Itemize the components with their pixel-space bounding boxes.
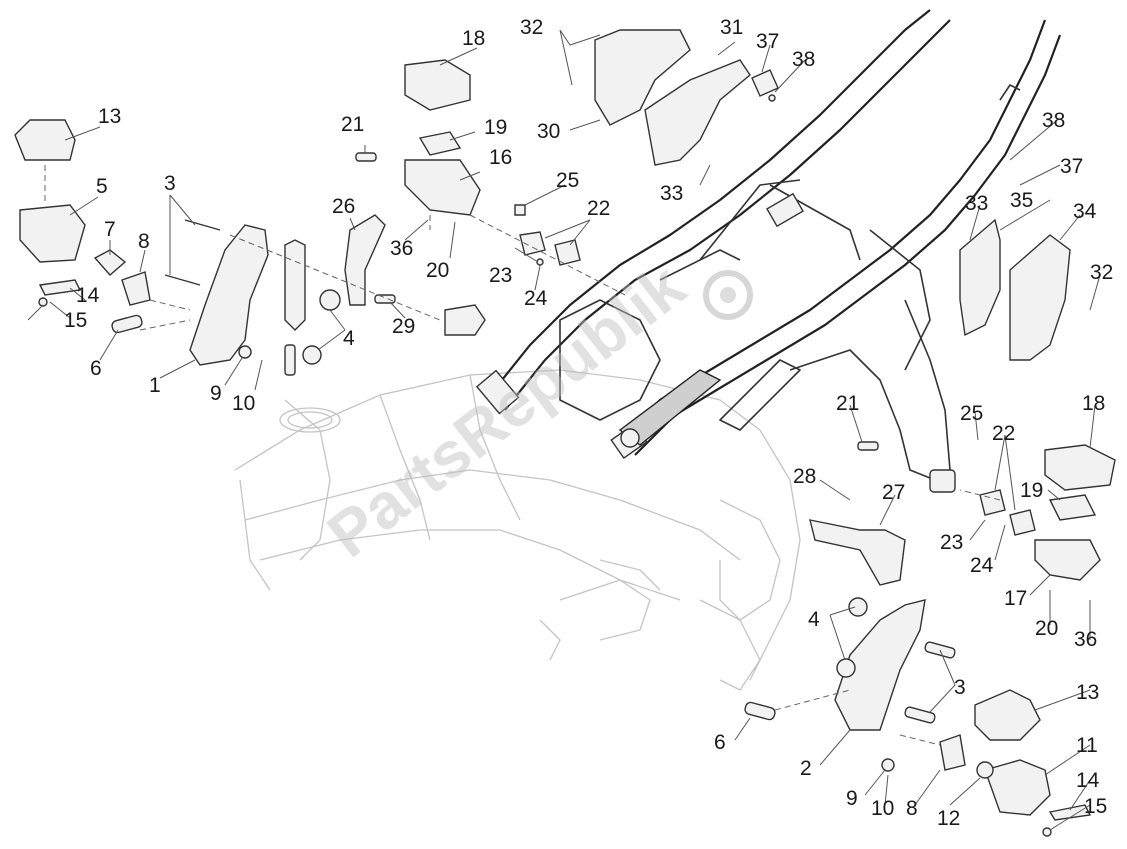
callout-6: 6	[90, 357, 102, 380]
callout-26: 26	[332, 195, 355, 218]
callout-23: 23	[940, 531, 963, 554]
watermark-gear-icon	[703, 270, 753, 320]
callout-33: 33	[660, 182, 683, 205]
callout-32: 32	[1090, 261, 1113, 284]
callout-17: 17	[1004, 587, 1027, 610]
callout-9: 9	[846, 787, 858, 810]
callout-37: 37	[1060, 155, 1083, 178]
shock-rod	[284, 239, 306, 331]
side-cover-31	[644, 59, 751, 166]
callout-16: 16	[489, 146, 512, 169]
callout-1: 1	[149, 374, 161, 397]
callout-14: 14	[1076, 769, 1100, 792]
callout-13: 13	[1076, 681, 1099, 704]
heel-guard-right	[809, 519, 906, 586]
bracket-right	[834, 599, 926, 731]
callout-2: 2	[800, 757, 812, 780]
footpeg-rubber-right-13	[974, 689, 1041, 741]
callout-4: 4	[343, 327, 355, 350]
callout-34: 34	[1073, 200, 1097, 223]
side-cover-30	[594, 29, 691, 126]
callout-14: 14	[76, 284, 100, 307]
callout-11: 11	[1076, 734, 1098, 757]
callout-6: 6	[714, 731, 726, 754]
callout-23: 23	[489, 264, 512, 287]
leader-lines	[27, 29, 1101, 831]
callout-21: 21	[836, 392, 859, 415]
ghost-front-frame	[234, 369, 801, 691]
callout-25: 25	[556, 169, 579, 192]
callout-20: 20	[426, 259, 449, 282]
callout-38: 38	[1042, 109, 1065, 132]
callout-37: 37	[756, 30, 779, 53]
callout-4: 4	[808, 608, 820, 631]
callout-3: 3	[164, 172, 176, 195]
callout-13: 13	[98, 105, 121, 128]
callout-28: 28	[793, 465, 816, 488]
callout-38: 38	[792, 48, 815, 71]
footpeg-right-17	[1034, 539, 1101, 581]
callout-3: 3	[954, 676, 966, 699]
callout-9: 9	[210, 382, 222, 405]
callout-8: 8	[138, 230, 150, 253]
callout-18: 18	[1082, 392, 1105, 415]
callout-5: 5	[96, 175, 108, 198]
callout-10: 10	[232, 392, 255, 415]
rear-subframe	[475, 9, 1062, 493]
callout-10: 10	[871, 797, 894, 820]
callout-29: 29	[392, 315, 415, 338]
callout-labels: 13 5 3 7 8 14 15 6 1 9 10 4 26 29 21 18 …	[64, 16, 1113, 830]
callout-22: 22	[587, 197, 610, 220]
callout-12: 12	[937, 807, 960, 830]
side-cover-35	[959, 218, 1001, 337]
left-footrest-assembly	[14, 119, 486, 376]
plate-left	[121, 271, 151, 306]
callout-20: 20	[1035, 617, 1058, 640]
footpeg-rubber-right	[1044, 444, 1116, 491]
heel-guard-left	[344, 214, 386, 306]
callout-15: 15	[1084, 795, 1107, 818]
footpeg-rubber-left	[14, 119, 76, 161]
callout-8: 8	[906, 797, 918, 820]
right-footrest-assembly	[744, 218, 1116, 837]
callout-7: 7	[104, 218, 116, 241]
callout-24: 24	[524, 287, 548, 310]
footpeg-rubber-upper	[404, 59, 471, 111]
footpeg-left	[19, 204, 86, 263]
callout-32: 32	[520, 16, 543, 39]
callout-35: 35	[1010, 189, 1033, 212]
callout-31: 31	[720, 16, 743, 39]
passenger-left-assembly	[355, 29, 779, 296]
callout-22: 22	[992, 422, 1015, 445]
callout-27: 27	[882, 481, 905, 504]
callout-18: 18	[462, 27, 485, 50]
callout-30: 30	[537, 120, 560, 143]
callout-15: 15	[64, 309, 87, 332]
callout-24: 24	[970, 554, 994, 577]
callout-36: 36	[1074, 628, 1097, 651]
footpeg-right-11	[984, 759, 1051, 816]
watermark-text: PartsRepublik	[314, 249, 698, 571]
side-cover-34	[1009, 234, 1071, 361]
callout-36: 36	[390, 237, 413, 260]
callout-19: 19	[484, 116, 507, 139]
callout-33: 33	[965, 192, 988, 215]
footpeg-upper	[404, 159, 481, 216]
bracket-left	[189, 224, 269, 366]
callout-25: 25	[960, 402, 983, 425]
callout-19: 19	[1020, 479, 1043, 502]
callout-21: 21	[341, 113, 364, 136]
spring-left	[93, 249, 127, 276]
